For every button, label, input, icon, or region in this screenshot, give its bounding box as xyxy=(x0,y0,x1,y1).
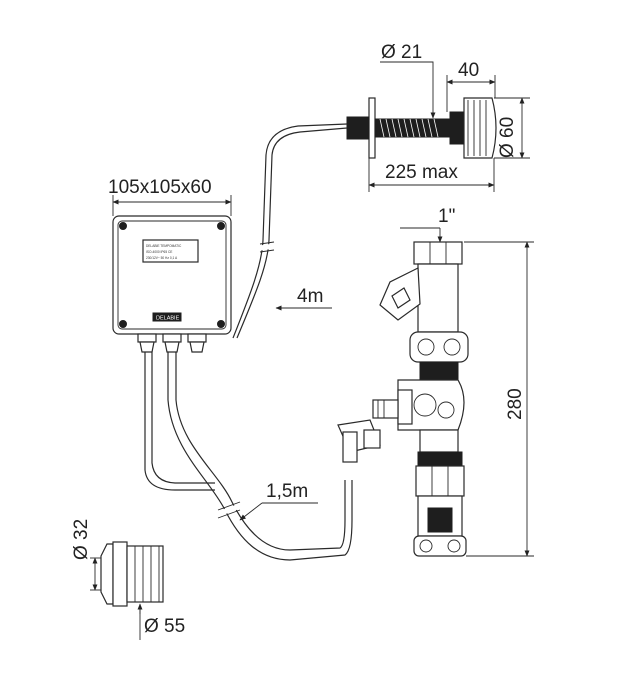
dim-sensor-large-label: Ø 55 xyxy=(144,616,185,637)
label-plate-line2: ISO-4000 IP65 CE xyxy=(146,250,172,254)
cable-1-5m-outer xyxy=(167,340,353,561)
screw-icon xyxy=(217,222,225,230)
dim-sensor-large: Ø 55 xyxy=(137,603,185,640)
solenoid-coil xyxy=(372,399,399,419)
outlet-insert xyxy=(427,507,453,533)
button-tube-end xyxy=(346,116,370,140)
dim-button-max-length-label: 225 max xyxy=(385,162,458,183)
sensor-face xyxy=(100,543,114,605)
electronic-box: DELABIE TEMPOMATIC ISO-4000 IP65 CE 230/… xyxy=(112,215,232,353)
lower-nut xyxy=(415,465,465,497)
dim-cable-1-5m: 1,5m xyxy=(239,481,318,521)
dim-button-diameter: Ø 21 xyxy=(380,42,436,119)
box-label-plate xyxy=(142,239,199,263)
dim-valve-height-label: 280 xyxy=(505,388,526,420)
label-plate-line1: DELABIE TEMPOMATIC xyxy=(146,244,182,248)
label-plate-line3: 230/12V~ 50 Hz 0,1 A xyxy=(146,256,178,260)
screw-icon xyxy=(119,320,127,328)
lower-seal xyxy=(417,451,463,467)
push-button-assembly xyxy=(346,97,497,159)
valve-body-upper xyxy=(417,263,459,333)
stopcock xyxy=(409,331,469,363)
dim-cable-1-5m-label: 1,5m xyxy=(266,481,308,502)
dim-cable-4m-label: 4m xyxy=(297,286,323,307)
dim-sensor-small-label: Ø 32 xyxy=(71,519,92,560)
button-wall-plate xyxy=(368,97,376,159)
dim-button-diameter-label: Ø 21 xyxy=(381,42,422,63)
inlet-nut xyxy=(413,241,463,265)
cable-1-5m-inner xyxy=(175,340,346,551)
thread-marks xyxy=(379,118,439,138)
sensor-collar xyxy=(112,541,128,607)
cable-gland xyxy=(162,333,182,343)
cable-gland xyxy=(187,333,207,343)
outlet-nut xyxy=(413,535,467,557)
sensor-body xyxy=(126,545,164,603)
brand-logo-text: DELABIE xyxy=(156,316,180,322)
cables xyxy=(144,123,353,561)
dim-button-head-diameter-label: Ø 60 xyxy=(497,117,518,158)
dim-button-head-diameter: Ø 60 xyxy=(494,97,530,159)
dim-box-size-label: 105x105x60 xyxy=(108,177,212,198)
dim-sensor-small: Ø 32 xyxy=(71,519,101,591)
screw-icon xyxy=(119,222,127,230)
cable-4m-inner xyxy=(232,123,348,339)
cable-sensor-inner xyxy=(151,340,215,484)
dim-button-head-length-label: 40 xyxy=(458,60,479,81)
dim-thread-size-label: 1" xyxy=(438,206,455,227)
brand-logo xyxy=(152,312,182,322)
cable-sensor-outer xyxy=(144,340,215,491)
dim-box-size: 105x105x60 xyxy=(108,177,232,216)
dim-valve-height: 280 xyxy=(464,241,534,557)
valve-assembly xyxy=(337,241,469,557)
dim-cable-4m: 4m xyxy=(275,286,332,311)
dim-thread-size: 1" xyxy=(400,206,455,243)
sensor-assembly xyxy=(100,541,164,607)
dim-button-head-length: 40 xyxy=(446,60,496,112)
button-nut xyxy=(449,111,465,145)
cable-gland xyxy=(137,333,157,343)
screw-icon xyxy=(217,320,225,328)
valve-seal xyxy=(419,361,459,381)
dim-button-max-length: 225 max xyxy=(368,158,495,192)
cable-4m-outer xyxy=(236,127,348,339)
